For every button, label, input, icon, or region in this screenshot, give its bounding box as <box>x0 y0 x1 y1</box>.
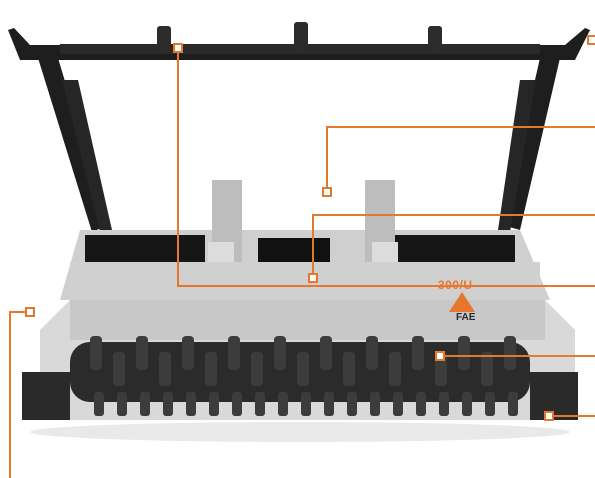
rotor-tooth <box>209 392 219 416</box>
rotor-tooth <box>136 336 148 370</box>
ground-shadow <box>30 422 570 442</box>
rotor-tooth <box>393 392 403 416</box>
rotor-tooth <box>458 336 470 370</box>
model-label: 300/U <box>438 278 473 292</box>
rotor-tooth <box>232 392 242 416</box>
rotor-tooth <box>140 392 150 416</box>
brand-label: FAE <box>456 312 476 323</box>
hydraulic-hood-callout <box>312 214 595 278</box>
rotor-tooth <box>90 336 102 370</box>
top-frame <box>8 22 590 232</box>
rotor-tooth <box>163 392 173 416</box>
rotor-tooth <box>182 336 194 370</box>
rotor-tooth <box>508 392 518 416</box>
rotor-tooth <box>412 336 424 370</box>
rotor-tooth <box>159 352 171 386</box>
rotor-tooth <box>320 336 332 370</box>
rotor-tooth <box>251 352 263 386</box>
callout-markers <box>25 35 595 421</box>
rotor-tooth <box>439 392 449 416</box>
rotor-tooth <box>389 352 401 386</box>
rotor-tooth <box>297 352 309 386</box>
rotor-tooth <box>186 392 196 416</box>
rotor-tooth <box>94 392 104 416</box>
rotor-tooth <box>301 392 311 416</box>
rotor-tooth <box>113 352 125 386</box>
rotor-tooth <box>228 336 240 370</box>
rotor-tooth <box>485 392 495 416</box>
push-bar-callout <box>177 48 595 287</box>
rotor-tooth <box>481 352 493 386</box>
rotor-tooth <box>278 392 288 416</box>
rotor-tooth <box>416 392 426 416</box>
rotor-tooth <box>370 392 380 416</box>
side-frame-callout <box>326 126 595 192</box>
rotor-tooth <box>117 392 127 416</box>
rotor-tooth <box>324 392 334 416</box>
rotor-tooth <box>504 336 516 370</box>
rotor-tooth <box>366 336 378 370</box>
rotor-teeth <box>90 336 518 416</box>
rotor-tooth <box>205 352 217 386</box>
rotor-tooth <box>343 352 355 386</box>
rotor-tooth <box>255 392 265 416</box>
side-skid-callout <box>9 311 30 478</box>
rotor-tooth <box>462 392 472 416</box>
rotor-tooth <box>274 336 286 370</box>
rotor-tooth <box>347 392 357 416</box>
